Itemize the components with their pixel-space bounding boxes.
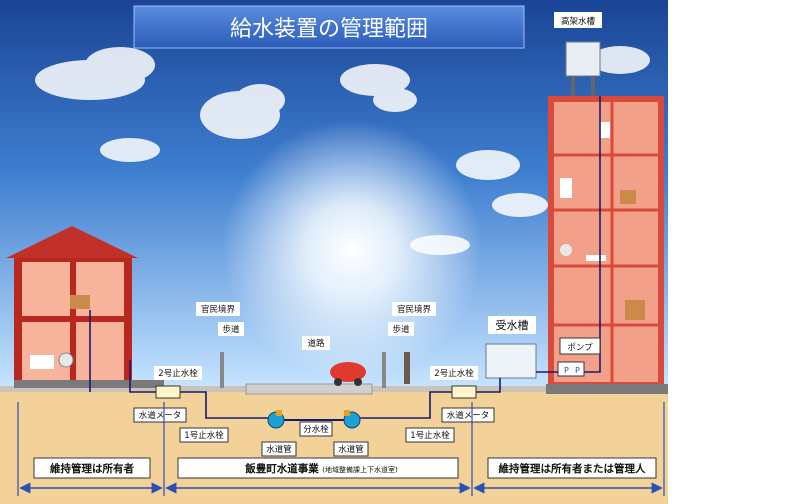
right-margin	[668, 0, 800, 504]
zone-owner: 維持管理は所有者	[50, 462, 134, 475]
label-pump: ポンプ	[567, 343, 593, 353]
label-boundary-left: 官民境界	[201, 304, 236, 315]
receiving-tank	[485, 343, 537, 379]
page-title: 給水装置の管理範囲	[230, 17, 428, 42]
label-valve1-right: 1号止水栓	[410, 430, 450, 441]
svg-text:P: P	[564, 366, 569, 375]
zone-dividers	[17, 402, 665, 496]
road-surface	[245, 383, 373, 395]
meter-box-left	[155, 385, 181, 399]
zone-utility: 飯豊町水道事業	[244, 462, 319, 475]
label-main-left: 水道管	[266, 444, 292, 455]
zone-owner-or-manager: 維持管理は所有者または管理人	[499, 462, 646, 475]
car	[330, 362, 366, 382]
label-valve2-left: 2号止水栓	[158, 368, 198, 379]
label-meter-right: 水道メータ	[447, 410, 490, 421]
label-valve1-left: 1号止水栓	[184, 430, 224, 441]
label-valve2-right: 2号止水栓	[434, 368, 474, 379]
house-roof	[6, 226, 138, 258]
label-elevated-tank: 高架水槽	[561, 16, 596, 27]
labels: 高架水槽 官民境界 官民境界 歩道 歩道 道路 受水槽 ポンプ 2号止水栓 2号…	[133, 12, 602, 457]
label-sidewalk-right: 歩道	[392, 324, 410, 335]
zone-utility-note: (地域整備課上下水道室)	[322, 465, 398, 474]
right-building	[546, 41, 668, 394]
pump-unit	[557, 361, 585, 377]
svg-text:P: P	[575, 366, 580, 375]
label-road: 道路	[307, 338, 325, 349]
label-branch-valve: 分水栓	[303, 424, 329, 435]
meter-box-right	[451, 385, 477, 399]
clouds	[35, 46, 650, 255]
title-box	[133, 5, 525, 49]
service-pipes	[89, 96, 601, 419]
label-boundary-right: 官民境界	[397, 304, 432, 315]
label-main-right: 水道管	[338, 444, 364, 455]
elevated-tank	[565, 41, 601, 77]
label-receiving-tank: 受水槽	[496, 319, 529, 332]
label-meter-left: 水道メータ	[139, 410, 182, 421]
left-house	[6, 226, 164, 388]
label-sidewalk-left: 歩道	[222, 324, 240, 335]
